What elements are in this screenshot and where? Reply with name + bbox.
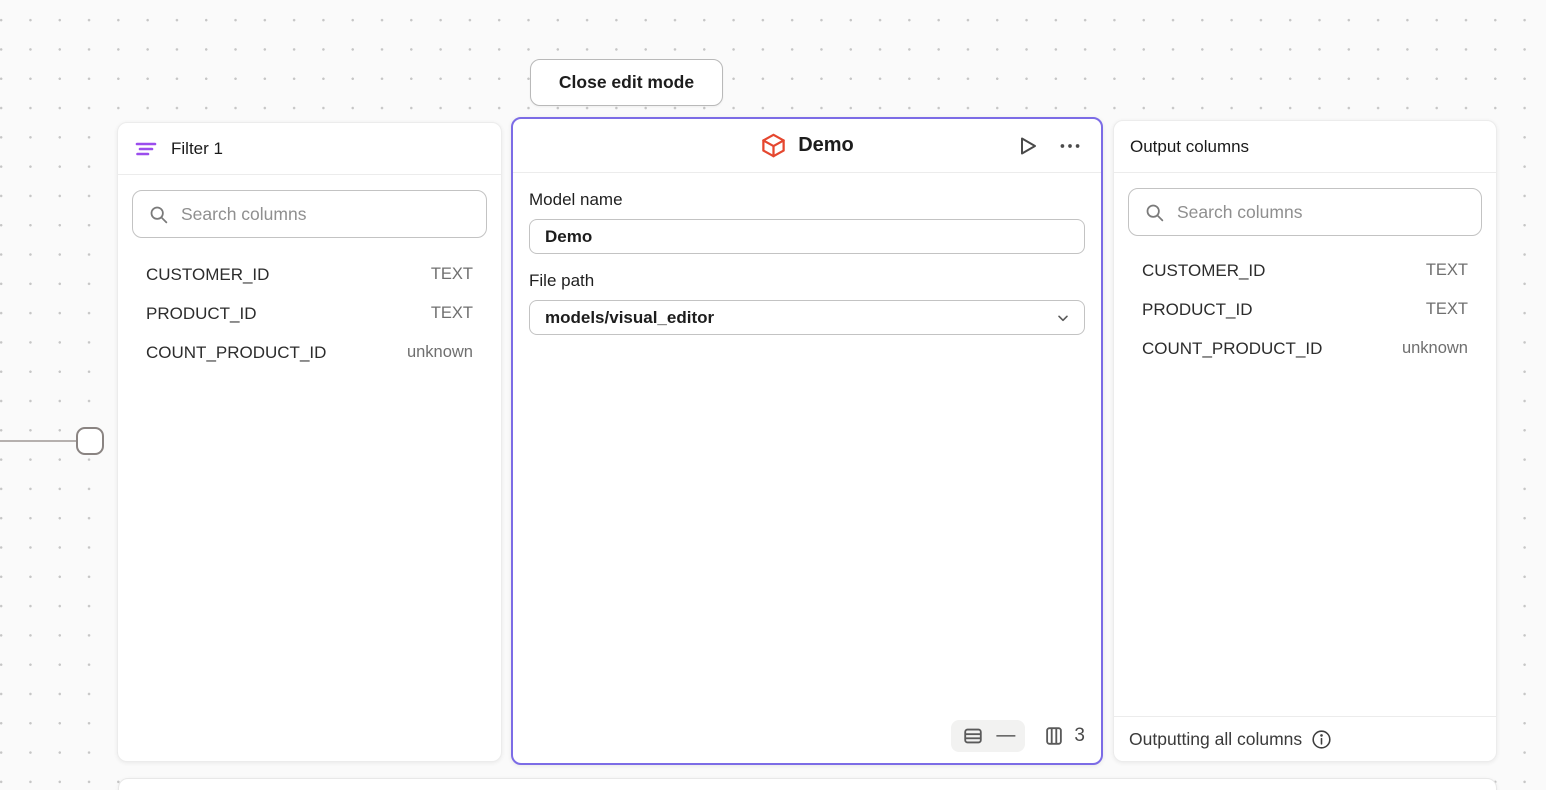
model-name-input[interactable] — [529, 219, 1085, 254]
column-name: COUNT_PRODUCT_ID — [1142, 338, 1323, 358]
output-search-box[interactable] — [1128, 188, 1482, 236]
play-icon — [1021, 137, 1036, 154]
model-panel-title: Demo — [798, 134, 854, 156]
column-row[interactable]: CUSTOMER_ID TEXT — [118, 255, 501, 294]
model-cube-icon — [760, 132, 787, 159]
output-column-list: CUSTOMER_ID TEXT PRODUCT_ID TEXT COUNT_P… — [1114, 251, 1496, 368]
file-path-select[interactable]: models/visual_editor — [529, 300, 1085, 335]
info-icon[interactable] — [1311, 729, 1332, 750]
filter-column-list: CUSTOMER_ID TEXT PRODUCT_ID TEXT COUNT_P… — [118, 255, 501, 372]
output-footer-text: Outputting all columns — [1129, 728, 1303, 749]
filter-search-box[interactable] — [132, 190, 487, 238]
column-row[interactable]: PRODUCT_ID TEXT — [1114, 290, 1496, 329]
column-row[interactable]: COUNT_PRODUCT_ID unknown — [1114, 329, 1496, 368]
close-edit-mode-button[interactable]: Close edit mode — [530, 59, 723, 106]
edge-connector-line — [0, 440, 77, 442]
column-name: COUNT_PRODUCT_ID — [146, 342, 327, 362]
column-type: TEXT — [1425, 261, 1468, 279]
more-options-button[interactable] — [1057, 133, 1083, 159]
table-columns-icon — [1043, 725, 1065, 747]
column-name: CUSTOMER_ID — [1142, 260, 1266, 280]
ellipsis-icon — [1060, 143, 1080, 148]
column-row[interactable]: PRODUCT_ID TEXT — [118, 294, 501, 333]
filter-icon — [134, 137, 158, 161]
file-path-value: models/visual_editor — [545, 307, 715, 327]
column-name: PRODUCT_ID — [146, 303, 257, 323]
output-panel-header: Output columns — [1114, 121, 1496, 173]
file-path-label: File path — [529, 271, 595, 290]
model-panel-header: Demo — [513, 119, 1101, 173]
search-icon — [148, 204, 169, 225]
model-name-label: Model name — [529, 190, 623, 209]
filter-search-input[interactable] — [181, 203, 471, 225]
chevron-down-icon — [1055, 310, 1071, 326]
filter-panel-header: Filter 1 — [118, 123, 501, 175]
column-type: TEXT — [430, 265, 473, 283]
row-count-value: — — [996, 725, 1015, 746]
edge-connector-handle[interactable] — [76, 427, 104, 455]
output-panel-footer: Outputting all columns — [1114, 716, 1496, 761]
filter-node-panel[interactable]: Filter 1 CUSTOMER_ID TEXT PRODUCT_ID TEX… — [117, 122, 502, 762]
column-row[interactable]: CUSTOMER_ID TEXT — [1114, 251, 1496, 290]
output-columns-panel[interactable]: Output columns CUSTOMER_ID TEXT PRODUCT_… — [1113, 120, 1497, 762]
column-type: unknown — [1401, 339, 1468, 357]
row-count-toggle[interactable]: — — [951, 720, 1026, 752]
table-rows-icon — [962, 725, 984, 747]
column-name: PRODUCT_ID — [1142, 299, 1253, 319]
filter-panel-title: Filter 1 — [171, 138, 223, 158]
run-model-button[interactable] — [1016, 134, 1040, 158]
column-type: TEXT — [1425, 300, 1468, 318]
model-node-panel[interactable]: Demo Model name File path models/visual_… — [511, 117, 1103, 765]
output-search-input[interactable] — [1177, 201, 1466, 223]
column-name: CUSTOMER_ID — [146, 264, 270, 284]
search-icon — [1144, 202, 1165, 223]
column-count-value: 3 — [1074, 725, 1085, 746]
column-type: TEXT — [430, 304, 473, 322]
bottom-results-panel[interactable] — [118, 778, 1497, 790]
column-row[interactable]: COUNT_PRODUCT_ID unknown — [118, 333, 501, 372]
column-count-indicator[interactable]: 3 — [1043, 725, 1085, 747]
column-type: unknown — [406, 343, 473, 361]
output-panel-title: Output columns — [1130, 136, 1250, 156]
